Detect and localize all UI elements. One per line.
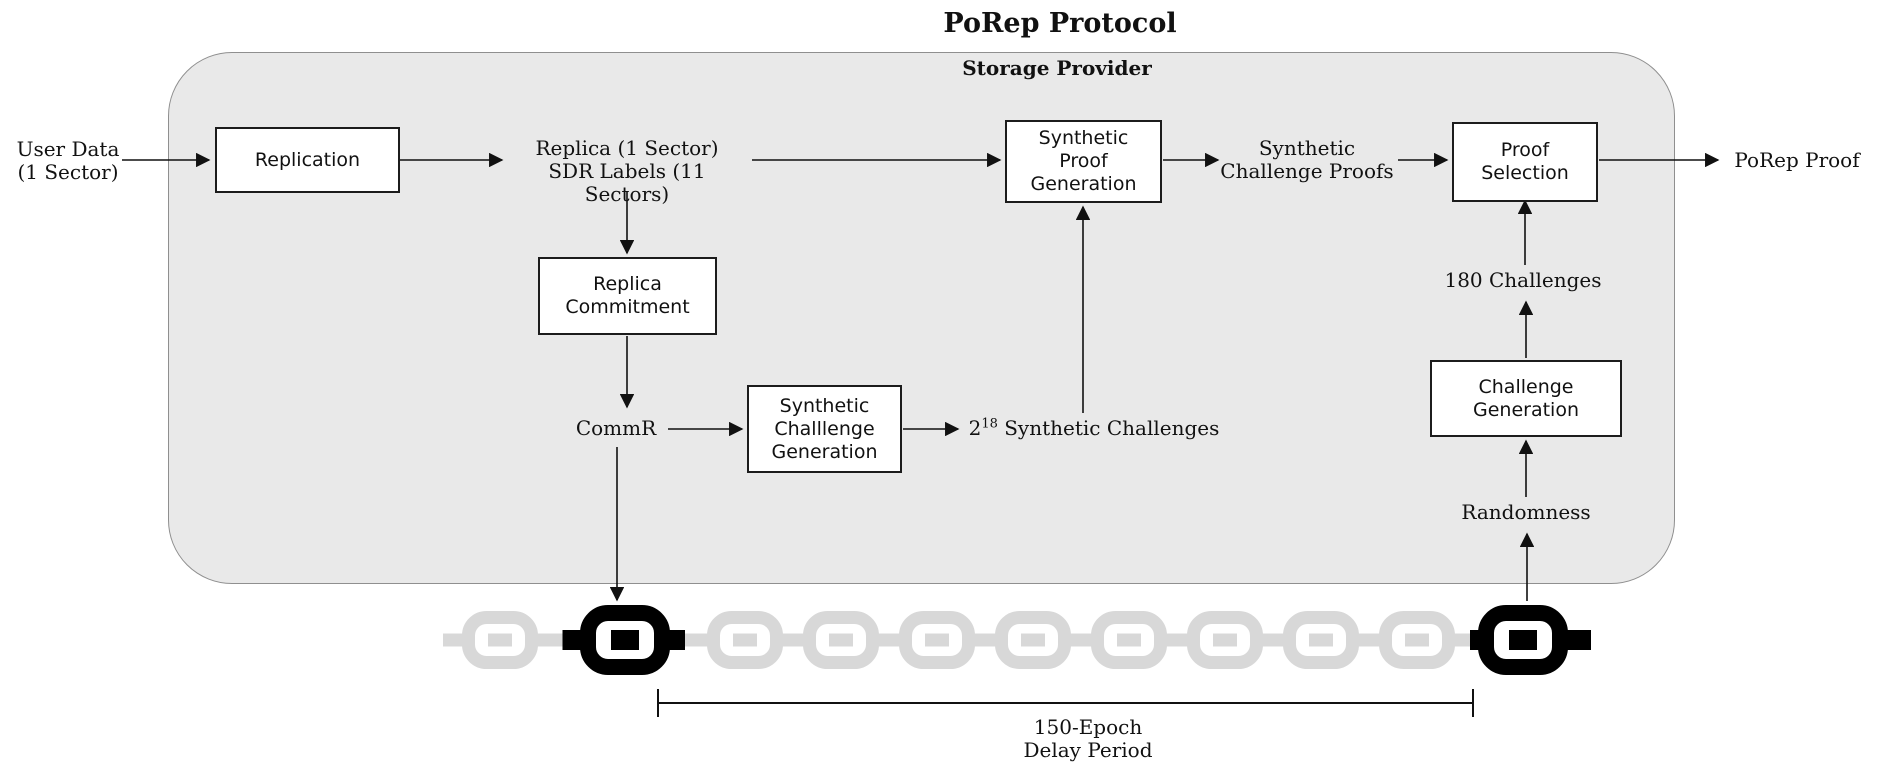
node-synthetic-challenge-generation: Synthetic Challlenge Generation <box>747 385 902 473</box>
node-synthetic-proof-generation: Synthetic Proof Generation <box>1005 120 1162 203</box>
chain-link-current <box>1478 605 1568 675</box>
label-commr: CommR <box>575 416 657 440</box>
exponent-18: 18 <box>981 416 998 432</box>
storage-provider-container <box>168 52 1675 584</box>
node-replica-commitment: Replica Commitment <box>538 257 717 335</box>
delay-period-bracket <box>657 689 1474 717</box>
label-porep-proof: PoRep Proof <box>1734 148 1860 172</box>
chain-link <box>1187 611 1263 669</box>
node-proof-selection: Proof Selection <box>1452 122 1598 202</box>
label-delay-period: 150-Epoch Delay Period <box>1023 715 1153 762</box>
chain-link <box>733 633 757 647</box>
chain-link-current <box>580 605 670 675</box>
chain-link-current <box>1470 630 1591 650</box>
label-randomness: Randomness <box>1461 500 1591 524</box>
label-synthetic-challenges: 218 Synthetic Challenges <box>968 416 1220 440</box>
chain-link <box>488 633 512 647</box>
label-synthetic-challenge-proofs: Synthetic Challenge Proofs <box>1220 136 1394 183</box>
chain-link <box>803 611 879 669</box>
chain-link-current <box>611 630 639 650</box>
chain-link <box>707 611 783 669</box>
chain-link <box>925 633 949 647</box>
label-user-data: User Data (1 Sector) <box>16 137 120 184</box>
chain-link-current <box>562 630 685 650</box>
chain-link <box>829 633 853 647</box>
label-replica-sdr: Replica (1 Sector) SDR Labels (11 Sector… <box>535 136 719 206</box>
chain-link <box>685 633 793 647</box>
chain-link <box>462 611 538 669</box>
chain-link <box>793 633 889 647</box>
chain-link <box>889 633 985 647</box>
node-challenge-generation: Challenge Generation <box>1430 360 1622 437</box>
chain-link-current <box>1509 630 1537 650</box>
chain-link <box>899 611 975 669</box>
blockchain-chain <box>443 605 1591 675</box>
chain-link <box>1405 633 1429 647</box>
chain-link <box>443 633 563 647</box>
chain-link <box>1213 633 1237 647</box>
node-replication: Replication <box>215 127 400 193</box>
chain-link <box>1177 633 1273 647</box>
chain-link <box>1021 633 1045 647</box>
label-180-challenges: 180 Challenges <box>1444 268 1602 292</box>
chain-link <box>985 633 1081 647</box>
chain-link <box>1379 611 1455 669</box>
chain-link <box>995 611 1071 669</box>
chain-link <box>1369 633 1470 647</box>
storage-provider-label: Storage Provider <box>962 56 1152 80</box>
chain-link <box>1117 633 1141 647</box>
chain-link <box>1283 611 1359 669</box>
page-title: PoRep Protocol <box>943 8 1177 39</box>
chain-link <box>1081 633 1177 647</box>
chain-link <box>1091 611 1167 669</box>
chain-link <box>1309 633 1333 647</box>
chain-link <box>1273 633 1369 647</box>
